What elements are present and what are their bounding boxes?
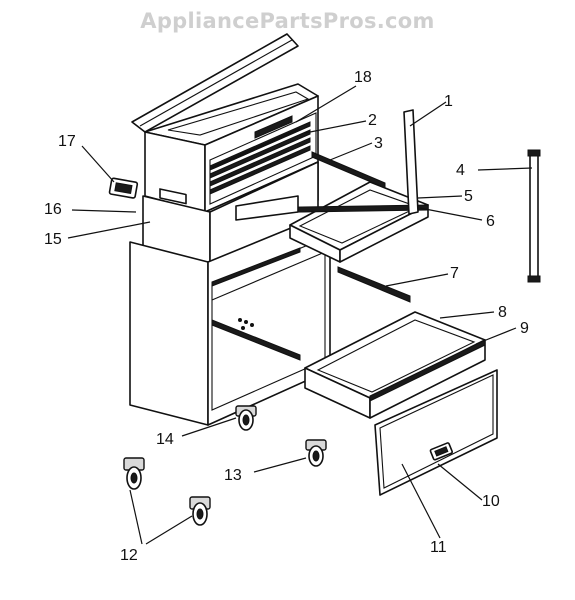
callout-6: 6 [486, 213, 495, 230]
part-2-handle [211, 127, 301, 170]
lower-cabinet [129, 211, 331, 426]
callout-18: 18 [354, 69, 372, 86]
lower-cabinet-side [129, 241, 209, 426]
callout-13: 13 [224, 467, 242, 484]
callout-16: 16 [44, 201, 62, 218]
part-4-rod [527, 149, 541, 283]
callout-17: 17 [58, 133, 76, 150]
callout-8: 8 [498, 304, 507, 321]
callout-2: 2 [368, 112, 377, 129]
callout-14: 14 [156, 431, 174, 448]
side-handle [159, 188, 187, 205]
part-14-caster [235, 405, 257, 431]
callout-1: 1 [444, 93, 453, 110]
part-1-bar [403, 109, 419, 215]
watermark: AppliancePartsPros.com [140, 9, 435, 33]
part-13-caster [305, 439, 327, 467]
callout-7: 7 [450, 265, 459, 282]
callout-3: 3 [374, 135, 383, 152]
part-11-drawer-front [374, 369, 498, 496]
callout-4: 4 [456, 162, 465, 179]
callout-labels: 1 2 3 4 5 6 7 8 9 10 11 12 13 14 15 16 1… [44, 69, 529, 564]
part-17-handle [108, 177, 139, 199]
part-3-slide [311, 151, 386, 189]
part-12-caster-a [123, 457, 145, 490]
part-10-drawer-handle [429, 442, 454, 461]
part-12-caster-b [189, 496, 211, 526]
callout-12: 12 [120, 547, 138, 564]
callout-10: 10 [482, 493, 500, 510]
part-18-drawer-pull [254, 115, 293, 139]
callout-9: 9 [520, 320, 529, 337]
callout-15: 15 [44, 231, 62, 248]
part-9-slide [369, 339, 486, 402]
callout-5: 5 [464, 188, 473, 205]
drawer-front [374, 369, 498, 496]
part-7-slide [337, 266, 411, 303]
leader-lines [67, 85, 533, 545]
callout-11: 11 [430, 539, 447, 556]
